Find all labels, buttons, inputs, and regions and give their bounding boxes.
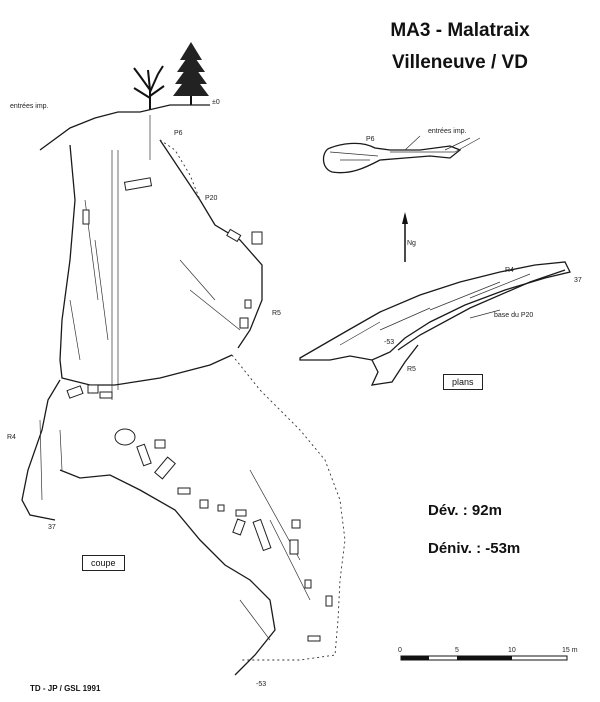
plan-label-r4: R4 <box>505 267 514 274</box>
scale-tick-15: 15 m <box>562 647 578 654</box>
survey-credit: TD - JP / GSL 1991 <box>30 684 101 693</box>
plan-lower <box>299 261 571 386</box>
plan-label-r5: R5 <box>407 366 416 373</box>
plan-upper <box>322 135 481 174</box>
section-box-label: coupe <box>82 555 125 571</box>
plan-label-37: 37 <box>574 277 582 284</box>
plan-label-base-p20: base du P20 <box>494 312 534 319</box>
scale-tick-5: 5 <box>455 647 459 654</box>
scale-bar <box>400 655 568 661</box>
plan-label-minus53: -53 <box>384 339 395 346</box>
plan-label-north: Ng <box>407 240 416 247</box>
survey-location: Villeneuve / VD <box>392 52 528 73</box>
section-outline <box>21 104 346 676</box>
depth-stat: Déniv. : -53m <box>428 540 521 557</box>
north-arrow-icon <box>402 212 408 262</box>
plan-label-p6: P6 <box>366 136 375 143</box>
tree-icon <box>173 42 209 105</box>
scale-tick-0: 0 <box>398 647 402 654</box>
section-label-r5: R5 <box>272 310 281 317</box>
survey-title: MA3 - Malatraix <box>390 20 530 41</box>
section-label-zero: ±0 <box>212 99 220 106</box>
section-label-p6: P6 <box>174 130 183 137</box>
bare-tree-icon <box>133 65 165 110</box>
plan-label-entrances: entrées imp. <box>428 128 467 135</box>
section-label-p20: P20 <box>205 195 218 202</box>
rock-fragments <box>66 177 333 642</box>
plan-box-label: plans <box>443 374 483 390</box>
scale-tick-10: 10 <box>508 647 516 654</box>
section-label-minus53: -53 <box>256 681 267 688</box>
section-label-r4: R4 <box>7 434 16 441</box>
section-label-37: 37 <box>48 524 56 531</box>
section-label-entrances: entrées imp. <box>10 103 49 110</box>
development-stat: Dév. : 92m <box>428 502 502 519</box>
